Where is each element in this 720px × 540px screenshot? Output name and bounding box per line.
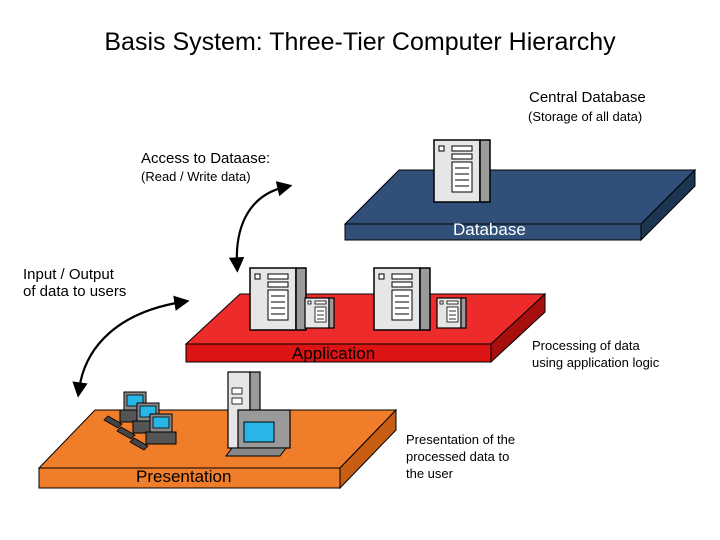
central-database-sublabel: (Storage of all data) — [528, 109, 643, 124]
access-arrow — [228, 181, 293, 273]
application-server-icon — [249, 267, 307, 331]
io-arrow — [72, 295, 190, 398]
central-database-label: Central Database — [529, 89, 646, 106]
access-sublabel: (Read / Write data) — [141, 169, 251, 184]
application-server-icon — [373, 267, 431, 331]
page-title: Basis System: Three-Tier Computer Hierar… — [104, 28, 616, 56]
central-database-server-icon — [433, 139, 491, 203]
application-server-small-icon — [436, 297, 467, 329]
presentation-description-label: Presentation of the processed data to th… — [406, 432, 516, 481]
access-label: Access to Dataase: — [141, 150, 271, 167]
processing-label: Processing of data using application log… — [532, 338, 660, 370]
workstation-monitor-icon — [225, 409, 291, 457]
database-tier-label: Database — [453, 220, 526, 239]
application-server-small-icon — [304, 297, 335, 329]
input-output-label: Input / Output of data to users — [23, 266, 127, 300]
presentation-tier-label: Presentation — [136, 467, 232, 486]
application-tier-label: Application — [292, 344, 376, 363]
presentation-platform — [37, 408, 398, 490]
database-platform — [343, 168, 697, 242]
